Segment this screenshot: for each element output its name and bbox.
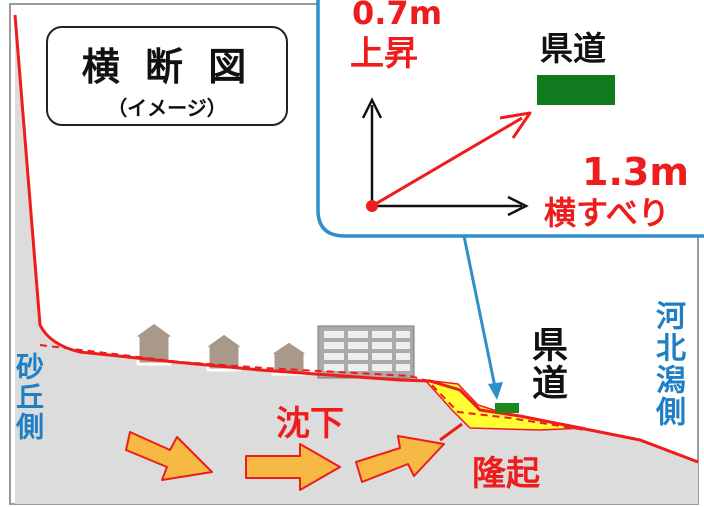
callout-pointer-head: [488, 382, 503, 400]
apartment-building: [317, 325, 415, 379]
inset-road-label: 県道: [540, 29, 606, 68]
slope-line: [439, 422, 463, 442]
movement-arrow-3: [355, 435, 445, 483]
house-2: [201, 331, 247, 372]
slide-label: 横すべり: [544, 194, 670, 232]
road-block: [495, 403, 519, 413]
road-vertical-label: 県道: [526, 326, 567, 402]
movement-arrows: [125, 431, 445, 491]
title-subtitle: （イメージ）: [107, 96, 227, 120]
inset-vectors: [361, 75, 615, 217]
subsidence-label: 沈下: [276, 404, 344, 444]
movement-arrow-2: [245, 443, 341, 491]
dune-side-label: 砂丘側: [12, 352, 45, 442]
vertical-axis-head: [361, 97, 383, 119]
origin-point: [366, 200, 378, 212]
callout-pointer-line: [462, 235, 498, 393]
displacement-vector-head: [499, 111, 532, 139]
inset-callout: [316, 0, 704, 238]
house-3: [266, 339, 312, 376]
ground-area: [15, 15, 698, 504]
house-1: [130, 320, 178, 366]
horizontal-axis-head: [507, 195, 529, 217]
uplift-label: 上昇: [350, 34, 418, 74]
title-box: 横 断 図 （イメージ）: [46, 26, 288, 126]
upheaval-label: 隆起: [472, 454, 540, 494]
movement-arrow-1: [125, 431, 213, 481]
lagoon-side-label: 河北潟側: [650, 300, 685, 428]
displacement-vector: [371, 116, 523, 208]
inset-road-block: [537, 75, 615, 105]
uplift-value: 0.7m: [352, 0, 443, 32]
slide-value: 1.3m: [582, 150, 689, 194]
houses: [130, 320, 312, 376]
title-main: 横 断 図: [81, 45, 253, 89]
